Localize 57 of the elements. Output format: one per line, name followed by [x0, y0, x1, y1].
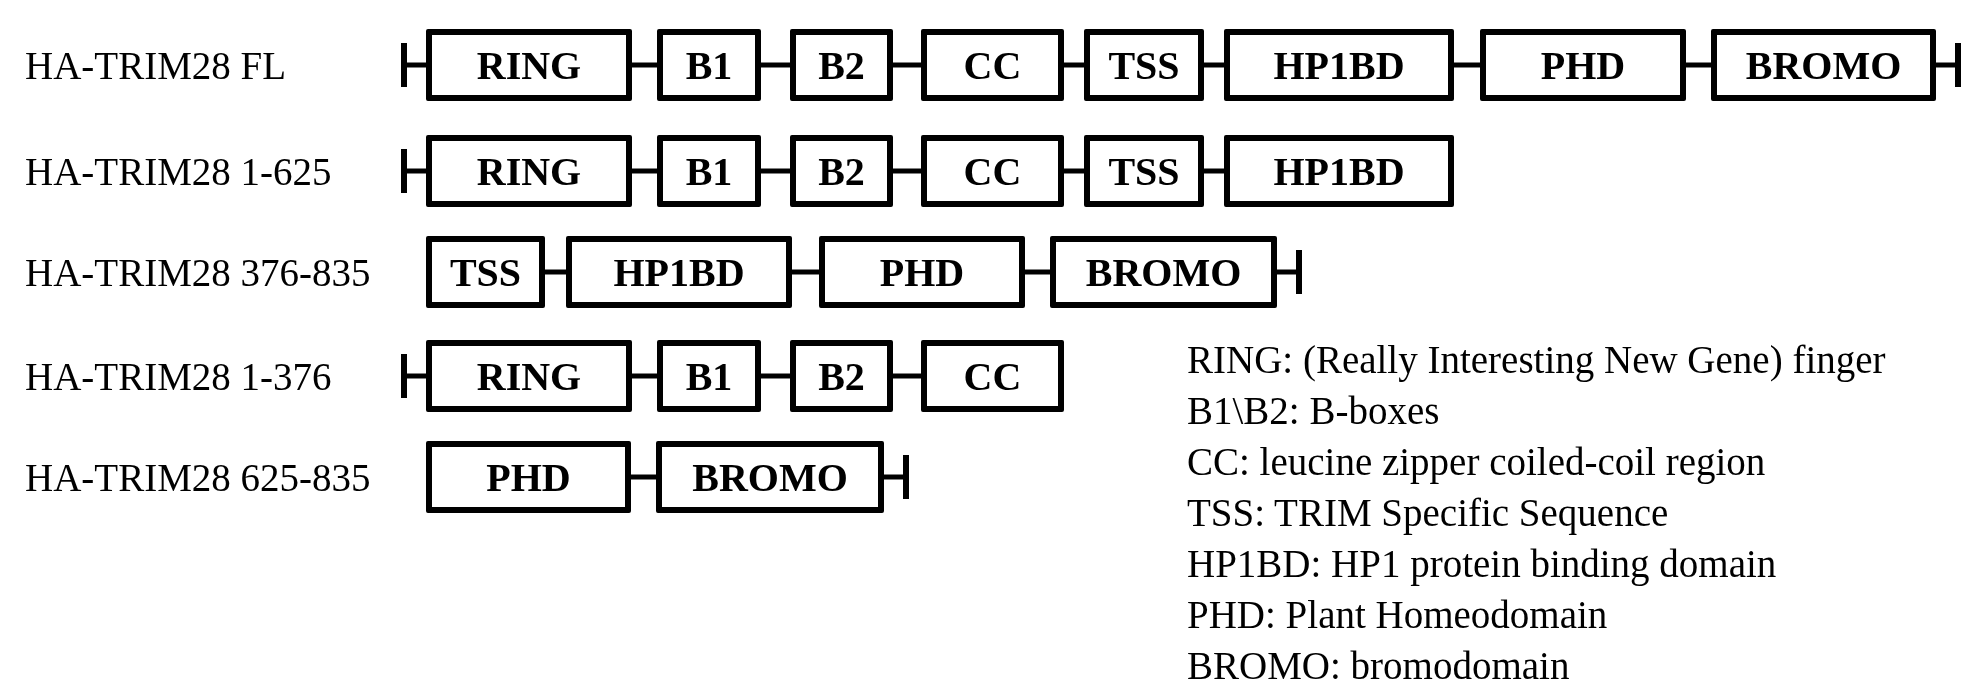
construct-label: HA-TRIM28 376-835: [25, 253, 371, 292]
linker-line: [761, 62, 790, 68]
linker-line: [632, 373, 657, 379]
terminus-line: [401, 354, 426, 398]
terminus-line: [401, 149, 426, 193]
construct-label: HA-TRIM28 FL: [25, 46, 287, 85]
construct-label: HA-TRIM28 1-376: [25, 357, 332, 396]
construct-label: HA-TRIM28 1-625: [25, 152, 332, 191]
legend-text: PHD: Plant Homeodomain: [1187, 595, 1608, 634]
domain-box: CC: [921, 135, 1064, 207]
terminus-line: [1936, 43, 1961, 87]
linker-line: [1204, 62, 1224, 68]
linker-line: [631, 474, 656, 480]
domain-box: TSS: [1084, 29, 1204, 101]
terminus-line: [401, 43, 426, 87]
domain-box: B1: [657, 135, 761, 207]
linker-line: [761, 168, 790, 174]
domain-box: BROMO: [656, 441, 884, 513]
domain-box: CC: [921, 29, 1064, 101]
domain-box: HP1BD: [1224, 29, 1454, 101]
domain-box: HP1BD: [1224, 135, 1454, 207]
linker-line: [1064, 62, 1084, 68]
domain-box: PHD: [426, 441, 631, 513]
domain-box: BROMO: [1050, 236, 1277, 308]
linker-line: [1025, 269, 1050, 275]
domain-box: B1: [657, 29, 761, 101]
domain-box: TSS: [426, 236, 545, 308]
domain-box: CC: [921, 340, 1064, 412]
domain-box: RING: [426, 340, 632, 412]
domain-box: PHD: [1480, 29, 1686, 101]
linker-line: [1454, 62, 1480, 68]
domain-box: RING: [426, 29, 632, 101]
legend-text: B1\B2: B-boxes: [1187, 391, 1440, 430]
domain-box: BROMO: [1711, 29, 1936, 101]
domain-box: B2: [790, 135, 893, 207]
domain-box: B2: [790, 340, 893, 412]
domain-box: B2: [790, 29, 893, 101]
domain-box: PHD: [819, 236, 1025, 308]
legend-text: BROMO: bromodomain: [1187, 646, 1570, 685]
linker-line: [1064, 168, 1084, 174]
linker-line: [893, 62, 921, 68]
domain-box: TSS: [1084, 135, 1204, 207]
linker-line: [1686, 62, 1711, 68]
terminus-line: [1277, 250, 1302, 294]
linker-line: [632, 168, 657, 174]
linker-line: [792, 269, 819, 275]
linker-line: [893, 168, 921, 174]
linker-line: [893, 373, 921, 379]
linker-line: [1204, 168, 1224, 174]
domain-box: RING: [426, 135, 632, 207]
linker-line: [632, 62, 657, 68]
construct-label: HA-TRIM28 625-835: [25, 458, 371, 497]
linker-line: [545, 269, 566, 275]
terminus-line: [884, 455, 909, 499]
linker-line: [761, 373, 790, 379]
domain-box: B1: [657, 340, 761, 412]
domain-box: HP1BD: [566, 236, 792, 308]
